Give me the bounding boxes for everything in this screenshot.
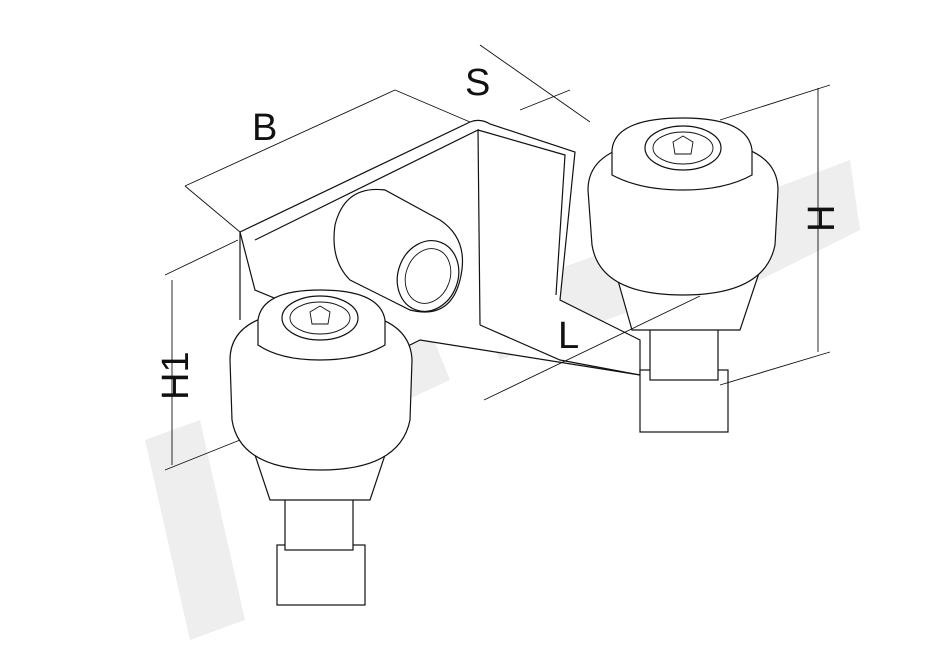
dimension-label-l: L xyxy=(558,315,579,357)
dimension-label-h: H xyxy=(801,205,843,232)
left-roller xyxy=(229,289,413,606)
right-roller xyxy=(587,117,779,433)
threaded-boss xyxy=(333,188,464,313)
dimension-label-h1: H1 xyxy=(155,351,197,400)
dimension-label-s: S xyxy=(465,62,490,104)
dimension-lines xyxy=(164,44,831,471)
dimension-label-b: B xyxy=(252,107,277,149)
